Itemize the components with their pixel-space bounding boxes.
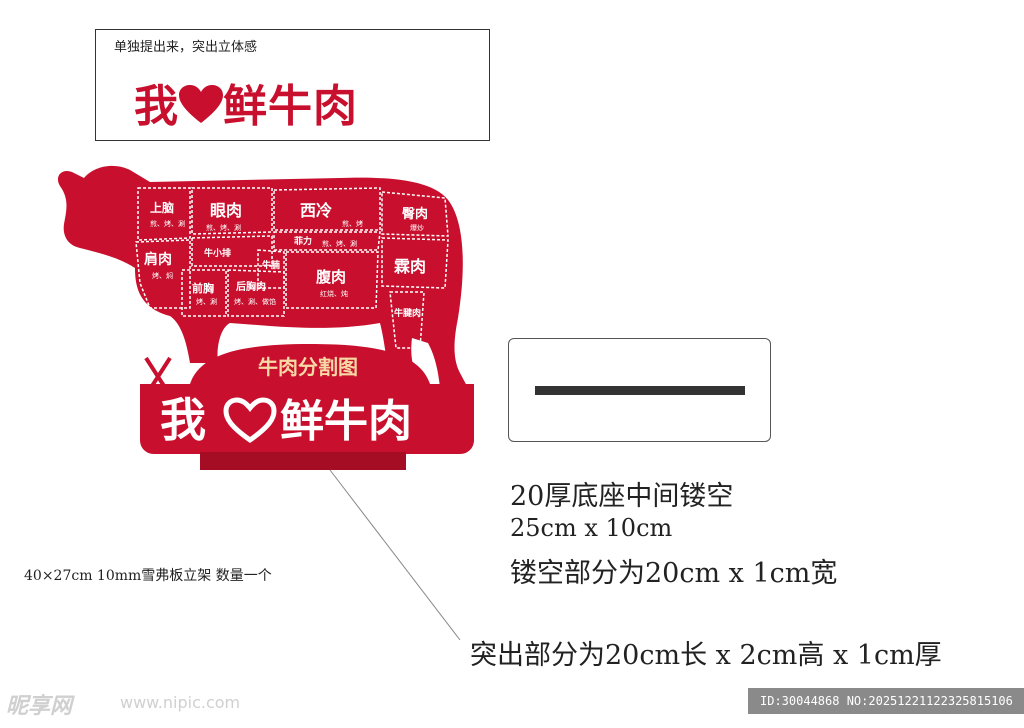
cut-label: 臀肉 (402, 206, 428, 222)
cut-sub: 烤、涮 (196, 297, 217, 306)
base-spec-2: 25cm x 10cm (510, 514, 673, 542)
slogan-right-text: 鲜牛肉 (223, 81, 358, 132)
base-spec-3: 镂空部分为20cm x 1cm宽 (510, 558, 838, 589)
cut-label: 眼肉 (210, 201, 242, 220)
cut-sub: 烤、焖 (152, 271, 173, 280)
base-spec-1: 20厚底座中间镂空 (510, 481, 734, 512)
heart-icon (179, 85, 223, 123)
cow-sign-graphic: 上脑 煎、烤、涮 眼肉 煎、烤、涮 西冷 煎、烤 臀肉 爆炒 菲力 煎、烤、涮 … (57, 165, 474, 470)
banner-base (200, 452, 406, 470)
cut-label: 牛腱肉 (394, 307, 421, 319)
watermark-logo: 昵享网 (6, 694, 73, 719)
knife-fork-icon (144, 356, 172, 388)
slogan-left-text: 我 (134, 81, 179, 132)
cut-dividers (135, 187, 449, 349)
cow-silhouette (57, 165, 468, 388)
top-note: 单独提出来，突出立体感 (114, 40, 258, 55)
cut-label: 前胸 (192, 281, 214, 295)
cut-sub: 煎、烤、涮 (206, 223, 241, 232)
cut-sub: 红烧、炖 (320, 289, 348, 298)
cut-label: 后胸肉 (236, 280, 266, 293)
top-slogan-box: 单独提出来，突出立体感 我鲜牛肉 (95, 29, 490, 141)
cut-label: 肩肉 (144, 251, 172, 268)
base-drawing (508, 338, 771, 442)
cut-label: 上脑 (150, 200, 174, 215)
cut-label: 腹肉 (316, 268, 346, 286)
cut-sub: 烤、涮、做馅 (234, 297, 276, 306)
banner-title: 牛肉分割图 (258, 355, 358, 379)
cut-label: 西冷 (300, 201, 332, 220)
heart-outline-icon (223, 397, 277, 444)
cut-labels: 上脑 煎、烤、涮 眼肉 煎、烤、涮 西冷 煎、烤 臀肉 爆炒 菲力 煎、烤、涮 … (144, 200, 428, 319)
stand-spec: 40×27cm 10mm雪弗板立架 数量一个 (24, 568, 272, 584)
cut-sub: 煎、烤、涮 (150, 219, 185, 228)
image-id-bar: ID:30044868 NO:20251221122325815106 (748, 688, 1024, 714)
banner-plaque (140, 344, 474, 454)
protrusion-spec: 突出部分为20cm长 x 2cm高 x 1cm厚 (470, 640, 942, 671)
sign-slogan-left: 我 (160, 393, 206, 447)
cow-cut-sign: 上脑 煎、烤、涮 眼肉 煎、烤、涮 西冷 煎、烤 臀肉 爆炒 菲力 煎、烤、涮 … (40, 158, 480, 478)
top-slogan: 我鲜牛肉 (134, 70, 358, 134)
cut-label: 牛腩 (262, 259, 280, 271)
watermark-url: www.nipic.com (120, 693, 241, 712)
cut-sub: 煎、烤、涮 (322, 239, 357, 248)
sign-slogan-right: 鲜牛肉 (280, 396, 412, 447)
cut-sub: 爆炒 (410, 223, 424, 232)
cut-label: 牛小排 (204, 247, 231, 259)
cut-label: 菲力 (294, 235, 312, 247)
base-slot (535, 386, 745, 395)
cut-label: 霖肉 (394, 257, 426, 276)
cut-sub: 煎、烤 (342, 219, 363, 228)
